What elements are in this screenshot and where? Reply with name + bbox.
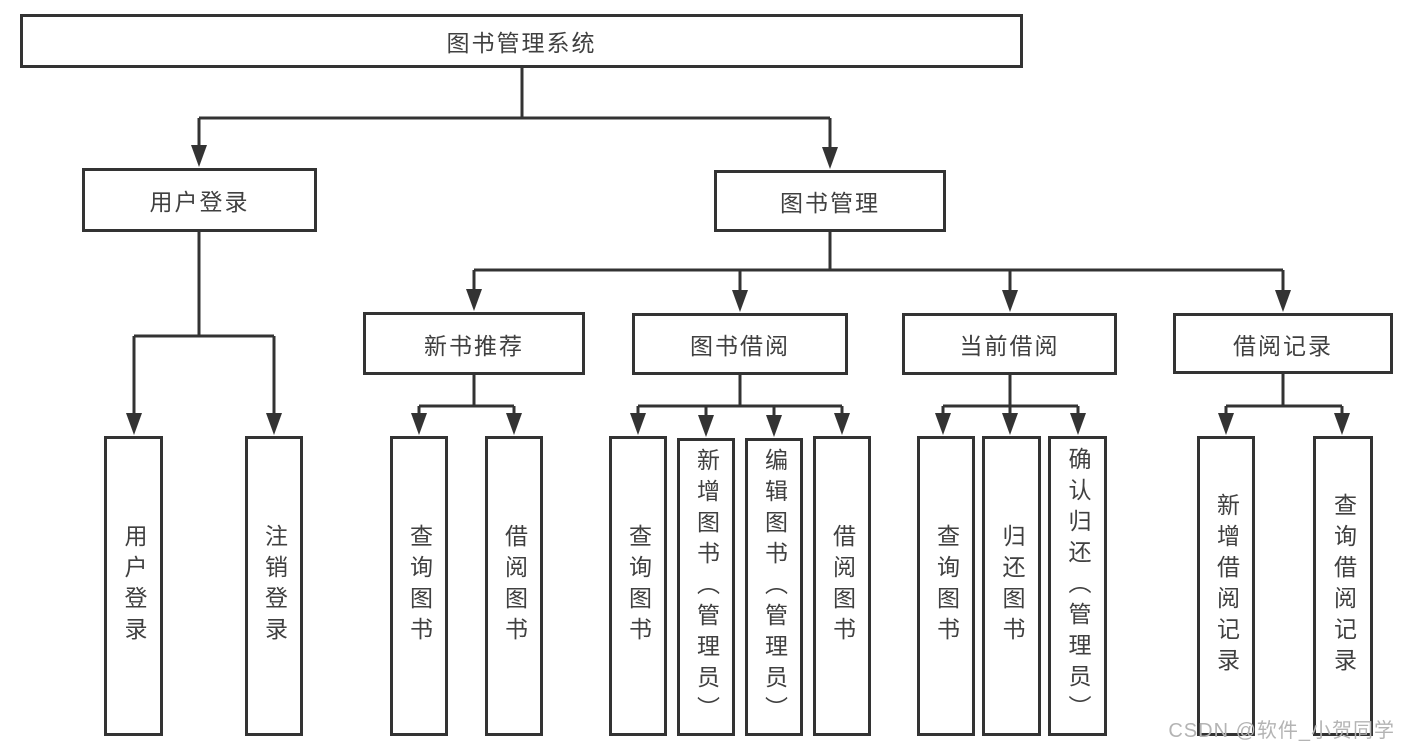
node-current-borrowing: 当前借阅	[902, 313, 1117, 375]
node-leaf-confirm-return-admin: 确认归还（管理员）	[1048, 436, 1107, 736]
node-leaf-logout: 注销登录	[245, 436, 303, 736]
node-leaf-query-books-3: 查询图书	[917, 436, 975, 736]
node-leaf-query-books-2: 查询图书	[609, 436, 667, 736]
csdn-watermark: CSDN @软件_小贺同学	[1168, 720, 1395, 742]
node-leaf-borrow-books-1: 借阅图书	[485, 436, 543, 736]
node-leaf-user-login: 用户登录	[104, 436, 163, 736]
node-book-management: 图书管理	[714, 170, 946, 232]
node-leaf-borrow-books-2: 借阅图书	[813, 436, 871, 736]
node-borrowing-records: 借阅记录	[1173, 313, 1393, 374]
node-leaf-add-books-admin: 新增图书（管理员）	[677, 438, 735, 736]
node-leaf-query-borrow-record: 查询借阅记录	[1313, 436, 1373, 736]
node-leaf-edit-books-admin: 编辑图书（管理员）	[745, 438, 803, 736]
node-leaf-return-books: 归还图书	[982, 436, 1041, 736]
node-leaf-query-books-1: 查询图书	[390, 436, 448, 736]
node-user-login: 用户登录	[82, 168, 317, 232]
node-leaf-add-borrow-record: 新增借阅记录	[1197, 436, 1255, 736]
node-new-book-recommendation: 新书推荐	[363, 312, 585, 375]
node-root-system: 图书管理系统	[20, 14, 1023, 68]
node-book-borrowing: 图书借阅	[632, 313, 848, 375]
